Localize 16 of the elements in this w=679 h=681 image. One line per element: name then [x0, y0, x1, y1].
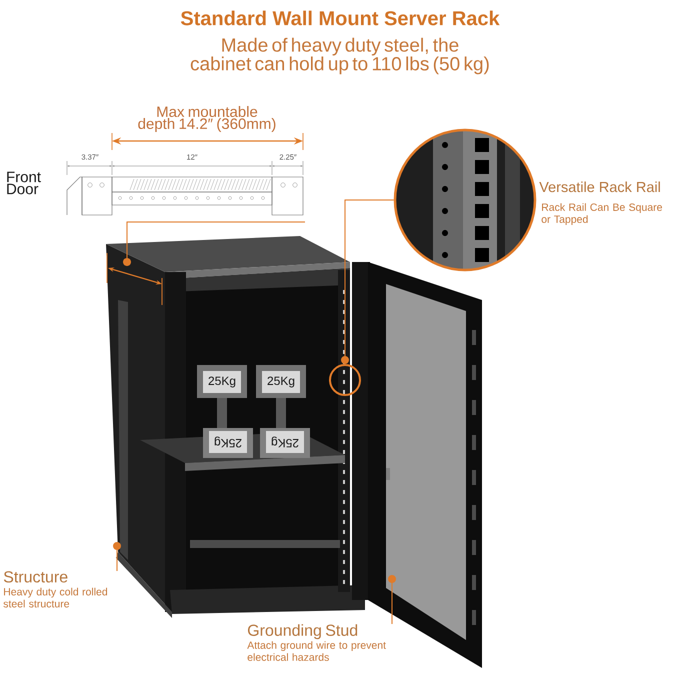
callout-text: Grounding Stud Attach ground wire to prevent electrical hazards: [247, 624, 386, 661]
subtitle-text: Made of heavy duty steel, the cabinet can hold up to 110 lbs (50 kg): [190, 38, 489, 74]
callout-text: Rack Rail Can Be Square or Tapped: [542, 203, 662, 225]
callout-text: Structure Heavy duty cold rolled steel structure: [4, 571, 108, 608]
callout-heading: Versatile Rack Rail: [539, 182, 660, 192]
weight-label: 25Kg: [268, 376, 294, 388]
leader-line: [113, 542, 121, 572]
leader-line: [341, 200, 394, 364]
rail-closeup-picture: [394, 128, 536, 272]
dimension-label: Max mountable depth 14.2″ (360mm): [138, 106, 276, 132]
weight-label: 25Kg: [208, 376, 236, 388]
highlight-ring: [329, 364, 361, 396]
weight-label: 25Kg: [272, 436, 298, 448]
front-door-label: Front Door: [7, 172, 41, 194]
title-text: Standard Wall Mount Server Rack: [180, 10, 500, 26]
weight-label: 25Kg: [214, 436, 242, 448]
